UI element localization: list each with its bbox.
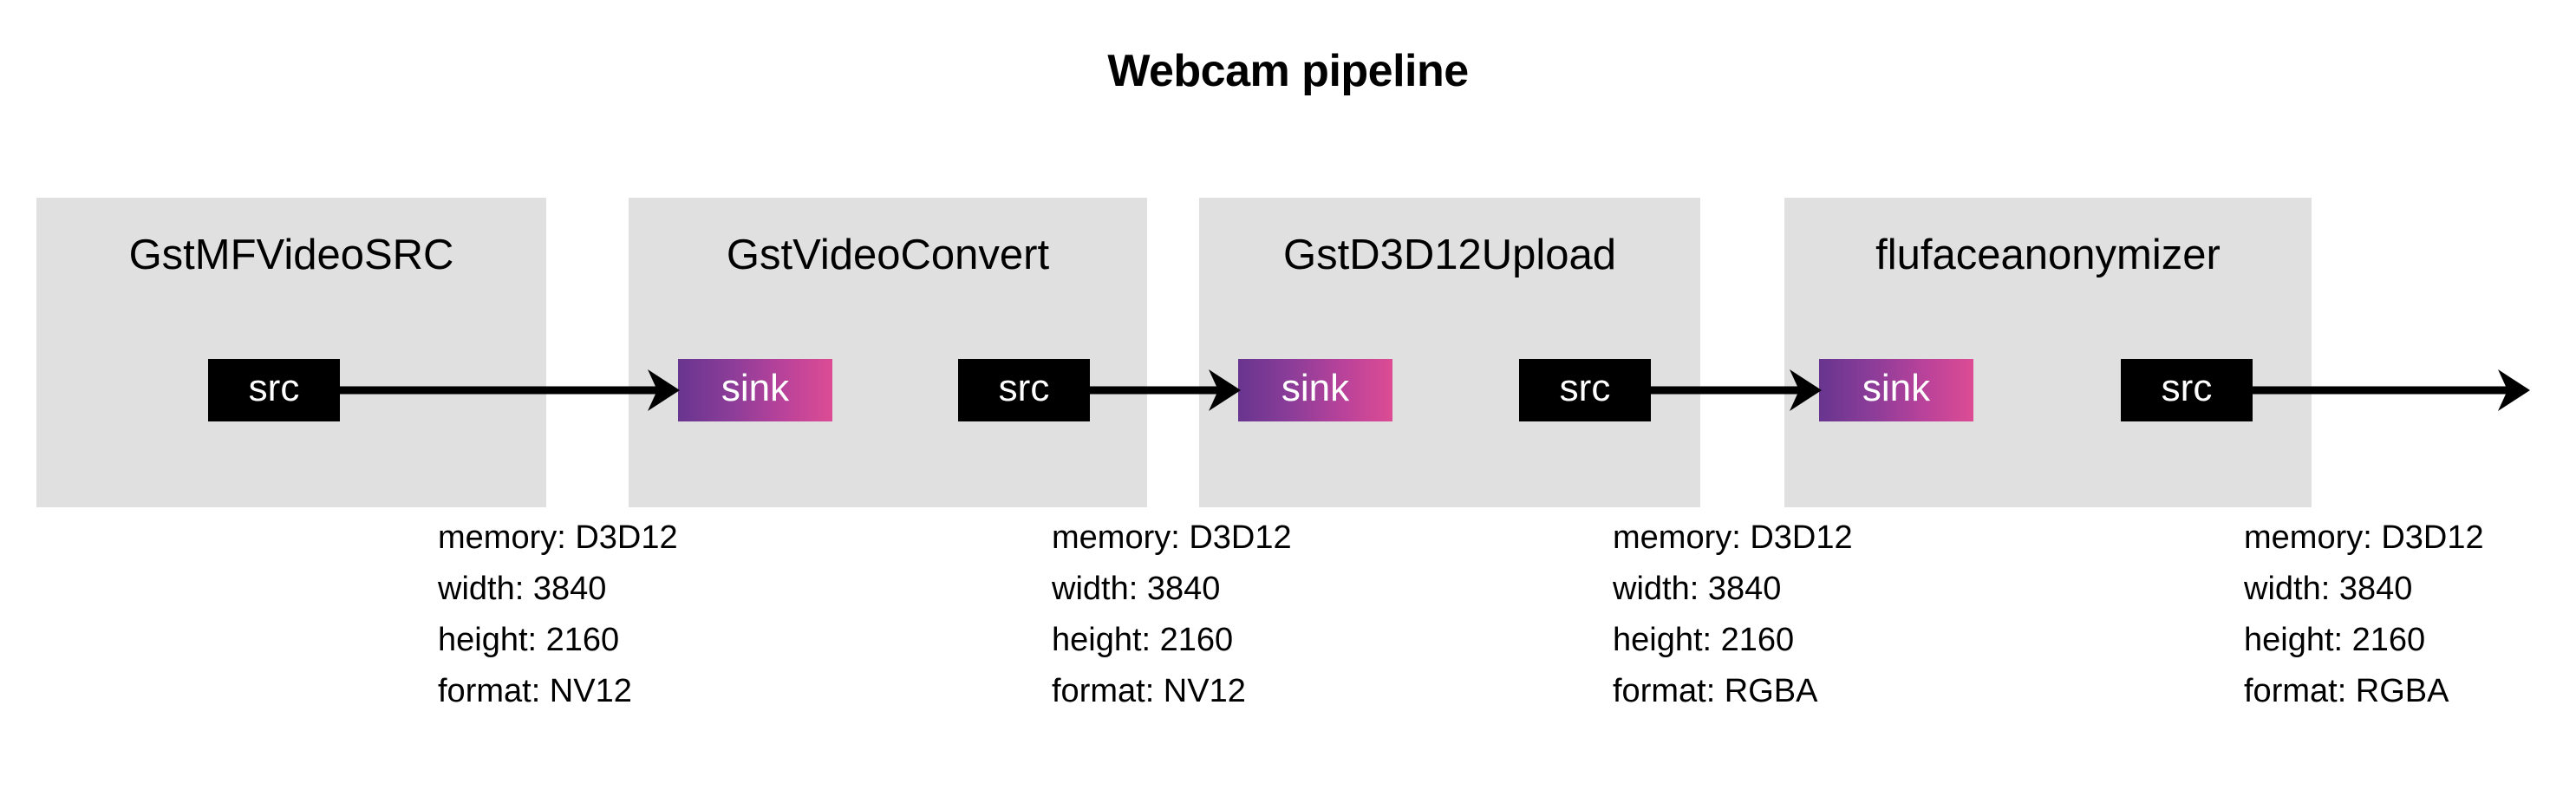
link-arrow-icon-3: [2253, 369, 2530, 411]
pad-src-flufaceanonymizer[interactable]: src: [2121, 359, 2253, 421]
element-box-gstvideoconvert[interactable]: GstVideoConvert: [629, 198, 1147, 507]
caps-width: width: 3840: [1613, 571, 1782, 607]
caps-block-1: memory: D3D12 width: 3840 height: 2160 f…: [1052, 521, 1292, 708]
caps-memory: memory: D3D12: [2244, 519, 2484, 556]
caps-format: format: NV12: [1052, 673, 1246, 709]
caps-format: format: RGBA: [2244, 673, 2449, 709]
element-name-label: GstVideoConvert: [726, 232, 1050, 278]
page-title: Webcam pipeline: [1107, 46, 1469, 96]
pad-label: src: [1559, 367, 1611, 409]
caps-block-0: memory: D3D12 width: 3840 height: 2160 f…: [438, 521, 678, 708]
caps-height: height: 2160: [2244, 622, 2426, 658]
link-arrow-icon-1: [1090, 369, 1241, 411]
caps-memory: memory: D3D12: [1052, 519, 1292, 556]
caps-width: width: 3840: [2244, 571, 2413, 607]
caps-height: height: 2160: [438, 622, 620, 658]
element-box-gstd3d12upload[interactable]: GstD3D12Upload: [1199, 198, 1700, 507]
caps-block-3: memory: D3D12 width: 3840 height: 2160 f…: [2244, 521, 2484, 708]
pad-sink-gstvideoconvert[interactable]: sink: [678, 359, 832, 421]
pad-label: src: [248, 367, 300, 409]
link-arrow-icon-2: [1651, 369, 1822, 411]
caps-width: width: 3840: [1052, 571, 1221, 607]
pad-sink-flufaceanonymizer[interactable]: sink: [1819, 359, 1973, 421]
pad-label: sink: [1281, 367, 1350, 409]
element-box-flufaceanonymizer[interactable]: flufaceanonymizer: [1784, 198, 2312, 507]
pad-label: src: [2161, 367, 2213, 409]
caps-memory: memory: D3D12: [1613, 519, 1853, 556]
element-name-label: flufaceanonymizer: [1875, 232, 2221, 278]
pad-label: sink: [721, 367, 790, 409]
pad-label: sink: [1862, 367, 1931, 409]
caps-height: height: 2160: [1613, 622, 1795, 658]
element-name-label: GstD3D12Upload: [1282, 232, 1617, 278]
caps-height: height: 2160: [1052, 622, 1234, 658]
caps-memory: memory: D3D12: [438, 519, 678, 556]
caps-width: width: 3840: [438, 571, 607, 607]
pad-sink-gstd3d12upload[interactable]: sink: [1238, 359, 1392, 421]
pad-src-gstvideoconvert[interactable]: src: [958, 359, 1090, 421]
pad-label: src: [998, 367, 1050, 409]
pad-src-gstmfvideosrc[interactable]: src: [208, 359, 340, 421]
element-name-label: GstMFVideoSRC: [128, 232, 454, 278]
pad-src-gstd3d12upload[interactable]: src: [1519, 359, 1651, 421]
link-arrow-icon-0: [340, 369, 680, 411]
caps-format: format: NV12: [438, 673, 632, 709]
element-box-gstmfvideosrc[interactable]: GstMFVideoSRC: [36, 198, 546, 507]
caps-block-2: memory: D3D12 width: 3840 height: 2160 f…: [1613, 521, 1853, 708]
caps-format: format: RGBA: [1613, 673, 1818, 709]
